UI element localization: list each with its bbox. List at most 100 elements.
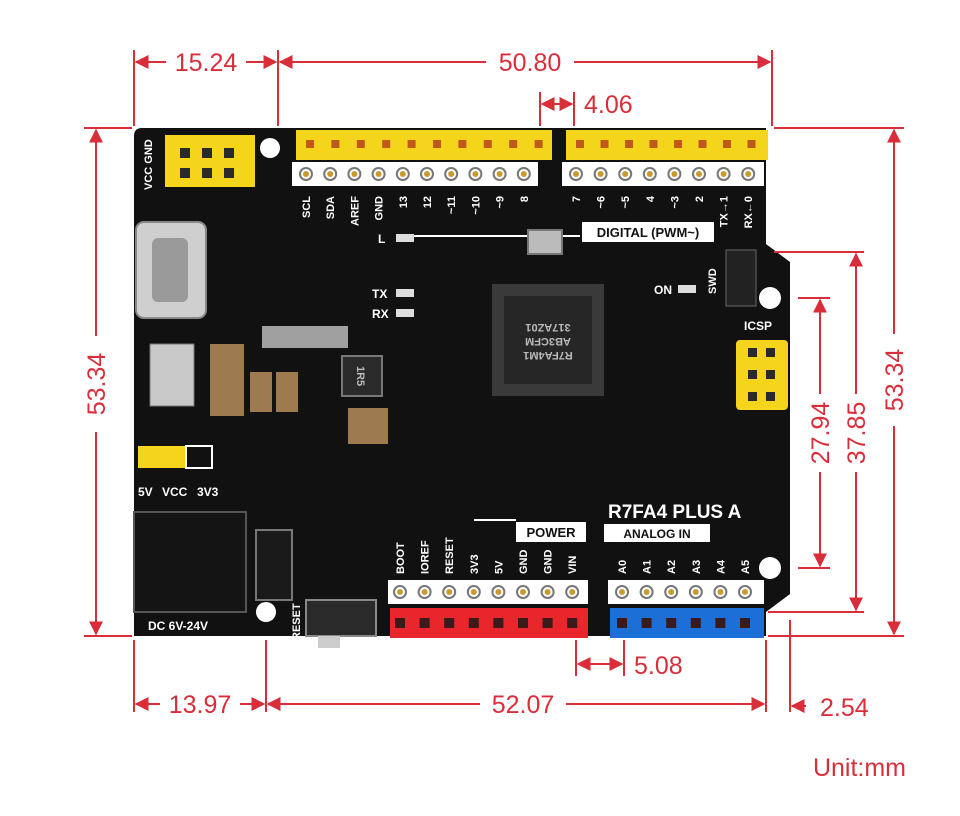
pin-label: SDA xyxy=(325,196,337,219)
pin-label: ~10 xyxy=(470,196,482,215)
mounting-hole xyxy=(759,287,781,309)
mounting-hole xyxy=(260,138,280,158)
header-socket xyxy=(641,618,652,628)
mounting-hole xyxy=(256,602,276,622)
header-socket xyxy=(747,140,756,148)
jumper-label: 3V3 xyxy=(197,485,219,499)
digital-header-title: DIGITAL (PWM~) xyxy=(597,225,699,240)
header-socket xyxy=(518,618,528,628)
pin-label: SCL xyxy=(301,196,313,218)
pin-label: IOREF xyxy=(420,540,432,574)
header-socket xyxy=(600,140,609,148)
dc-input-label: DC 6V-24V xyxy=(148,619,208,633)
header-socket xyxy=(468,618,479,628)
top-right-pads xyxy=(569,167,756,181)
pin-label: 5V xyxy=(493,560,505,574)
l-led xyxy=(396,234,414,242)
header-socket xyxy=(331,140,340,148)
header-socket xyxy=(576,140,584,148)
dc-jack xyxy=(133,511,247,613)
icsp-label: ICSP xyxy=(744,319,772,333)
pin-label: BOOT xyxy=(395,542,407,574)
pin-label: 8 xyxy=(519,196,531,202)
header-socket xyxy=(419,618,430,628)
crystal xyxy=(527,229,563,255)
reset-switch xyxy=(255,529,293,601)
pin-label: 3V3 xyxy=(469,554,481,574)
header-socket xyxy=(458,140,467,148)
unit-label: Unit:mm xyxy=(812,754,906,782)
top-left-pads xyxy=(299,167,531,181)
voltage-jumper xyxy=(138,446,186,468)
pin-label: ~3 xyxy=(669,196,681,209)
vcc-gnd-header xyxy=(165,135,255,187)
dim-edge-offset: 2.54 xyxy=(820,694,869,722)
power-sockets xyxy=(395,618,578,628)
header-socket xyxy=(698,140,707,148)
dim-analog-gap: 5.08 xyxy=(634,652,683,680)
chip-marking-line: 317AZ01 xyxy=(525,321,570,333)
on-led xyxy=(678,285,696,293)
voltage-regulator xyxy=(149,343,195,407)
vcc-gnd-label: VCC GND xyxy=(143,139,155,190)
tx-led xyxy=(396,289,414,297)
dim-bottom-left: 13.97 xyxy=(169,691,232,719)
dimensions: 15.24 50.80 4.06 53.34 27.94 37.85 53.34… xyxy=(83,49,909,722)
pin-label: ~11 xyxy=(446,196,458,214)
swd-header xyxy=(725,249,757,307)
top-left-header xyxy=(296,130,552,160)
dim-hole-inner: 27.94 xyxy=(807,402,835,465)
header-socket xyxy=(715,618,726,628)
dim-top-left: 15.24 xyxy=(175,49,238,77)
chip-marking-line: AB3CFM xyxy=(525,335,571,347)
inductor-marking: 1R5 xyxy=(354,366,366,386)
icsp-header xyxy=(736,340,788,410)
pin-label: 4 xyxy=(645,195,657,202)
pin-label: A4 xyxy=(715,559,727,574)
header-socket xyxy=(306,140,314,148)
pin-label: A5 xyxy=(740,560,752,574)
header-socket xyxy=(433,140,441,148)
pin-label: ~9 xyxy=(495,196,507,209)
power-pads xyxy=(393,585,580,599)
l-led-label: L xyxy=(378,232,385,246)
pin-label: ~6 xyxy=(596,196,608,209)
board-name: R7FA4 PLUS A xyxy=(608,502,742,523)
header-socket xyxy=(382,140,391,148)
tx-led-label: TX xyxy=(372,287,387,301)
analog-header-title: ANALOG IN xyxy=(623,527,690,541)
pin-label: GND xyxy=(374,196,386,221)
pin-label: RESET xyxy=(444,537,456,574)
header-socket xyxy=(534,140,543,148)
header-socket xyxy=(407,140,416,148)
pin-label: 13 xyxy=(398,196,410,208)
pin-label: GND xyxy=(543,550,555,575)
reset-button xyxy=(305,599,377,637)
pin-label: ~5 xyxy=(620,196,632,209)
header-socket xyxy=(509,140,518,148)
header-socket xyxy=(395,618,405,628)
pin-label: AREF xyxy=(349,196,361,226)
pcb-outline xyxy=(134,128,790,636)
pin-label: A2 xyxy=(666,560,678,574)
header-socket xyxy=(493,618,504,628)
top-right-pin-labels: 7 ~6 ~5 4 ~3 2 TX→1 RX←0 xyxy=(571,195,755,228)
pin-label: 2 xyxy=(694,196,706,202)
rx-led xyxy=(396,309,414,317)
header-socket xyxy=(649,140,658,148)
pin-label: 7 xyxy=(571,196,583,202)
top-right-header xyxy=(566,130,768,160)
pin-label: GND xyxy=(518,550,530,575)
header-socket xyxy=(483,140,492,148)
analog-header xyxy=(610,608,764,638)
dim-top-span: 50.80 xyxy=(499,49,562,77)
dim-bottom-span: 52.07 xyxy=(492,691,555,719)
pin-label: TX→1 xyxy=(719,196,731,227)
power-header-title: POWER xyxy=(526,525,576,540)
pin-label: RX←0 xyxy=(743,196,755,228)
analog-sockets xyxy=(617,618,750,628)
